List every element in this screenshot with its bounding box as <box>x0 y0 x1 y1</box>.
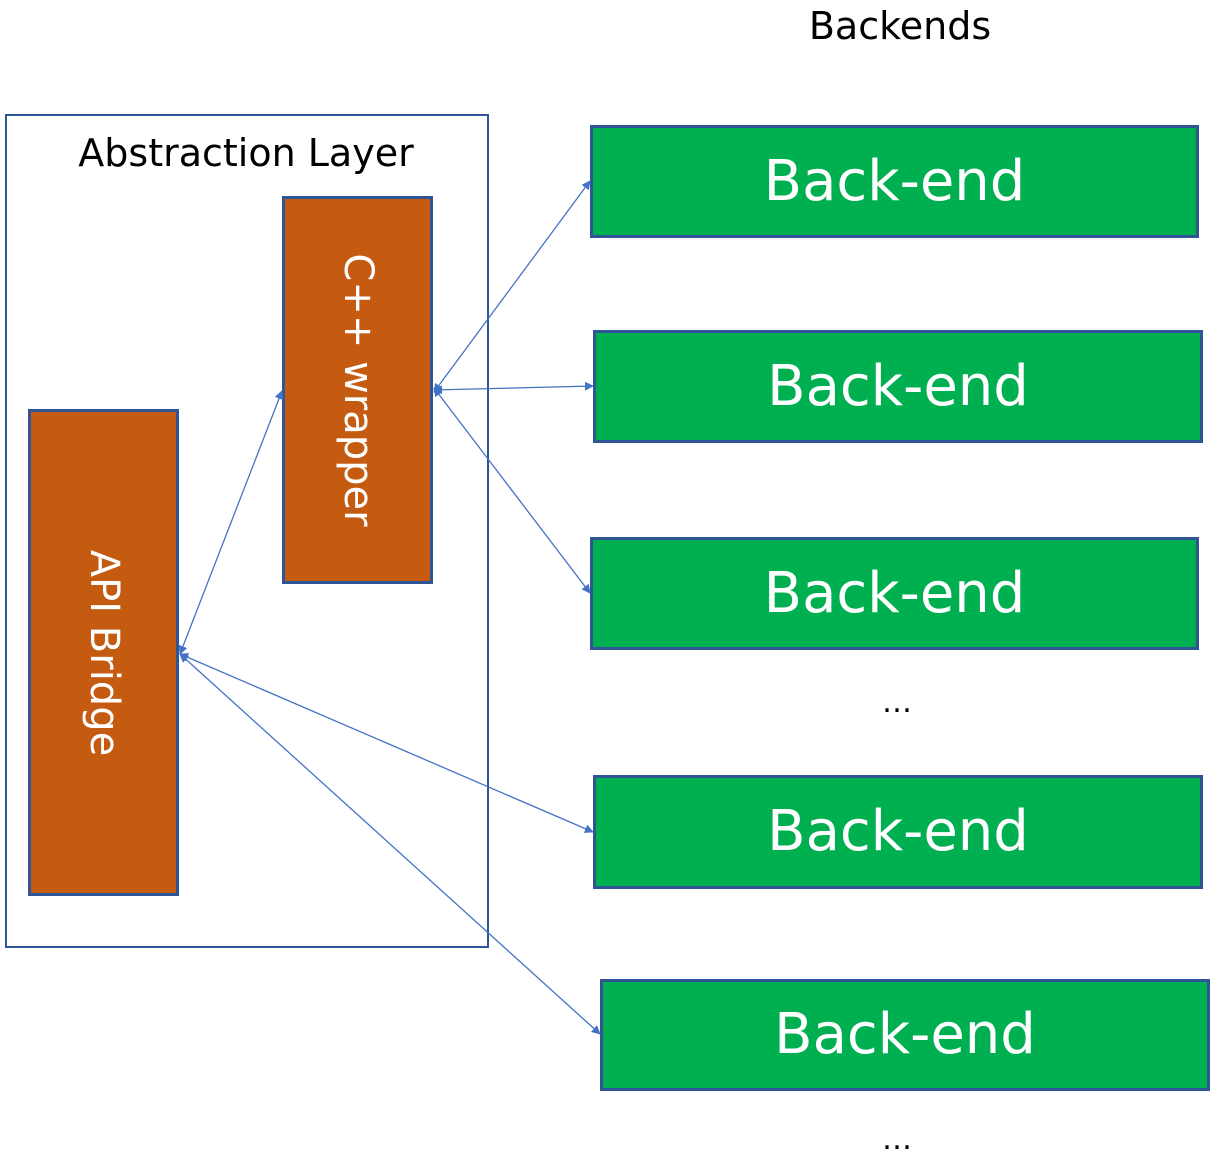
backend-label: Back-end <box>774 1002 1036 1067</box>
backend-box-3: Back-end <box>590 537 1199 650</box>
ellipsis-bottom: … <box>882 1122 912 1157</box>
backend-box-2: Back-end <box>593 330 1203 443</box>
cpp-wrapper-label: C++ wrapper <box>334 253 381 527</box>
ellipsis-middle: … <box>882 685 912 720</box>
backend-box-5: Back-end <box>600 979 1210 1091</box>
backends-title: Backends <box>808 4 992 48</box>
backend-label: Back-end <box>763 560 1026 626</box>
backend-box-1: Back-end <box>590 125 1199 238</box>
backend-box-4: Back-end <box>593 775 1203 889</box>
backend-label: Back-end <box>767 353 1029 419</box>
abstraction-layer-title: Abstraction Layer <box>78 131 414 175</box>
backend-label: Back-end <box>763 148 1026 214</box>
cpp-wrapper-box: C++ wrapper <box>282 196 433 584</box>
api-bridge-box: API Bridge <box>28 409 179 896</box>
api-bridge-label: API Bridge <box>80 549 127 756</box>
backend-label: Back-end <box>767 799 1029 864</box>
